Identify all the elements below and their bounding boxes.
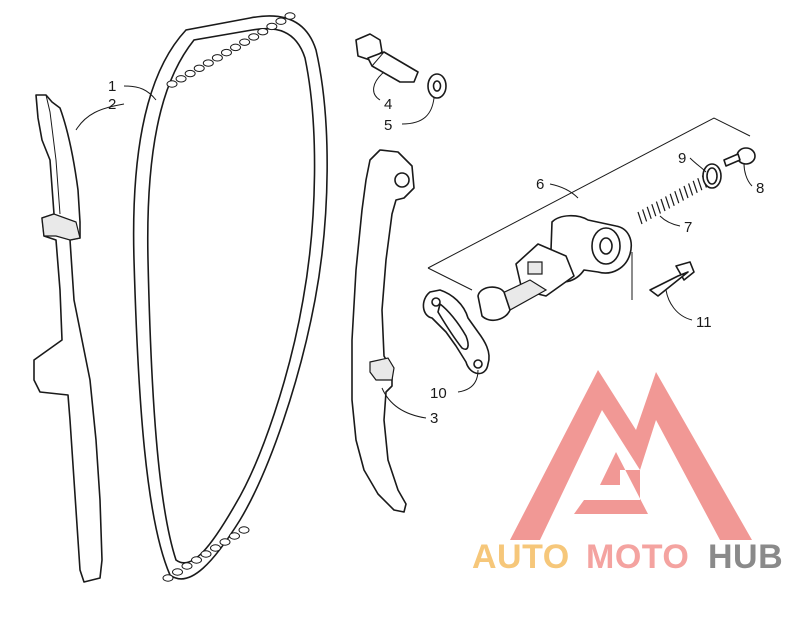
spring-coil (688, 183, 694, 196)
spring-coil (683, 185, 689, 199)
chain-link (229, 532, 240, 540)
callout-1: 1 (108, 78, 116, 95)
timing-chain (132, 12, 328, 582)
callout-10: 10 (430, 385, 447, 402)
chain-link (220, 48, 232, 57)
chain-link (230, 43, 242, 52)
leader-lines (75, 71, 753, 419)
tensioner-spring (637, 175, 707, 225)
chain-link (162, 574, 174, 582)
chain-link (166, 80, 178, 88)
spring-coil (637, 211, 643, 225)
chain-link (219, 538, 231, 546)
chain-link (210, 544, 221, 552)
chain-link (238, 526, 250, 534)
watermark-logo-mark (510, 370, 752, 540)
chain-link (191, 556, 202, 564)
callout-11: 11 (696, 314, 712, 331)
spring-coil (697, 178, 703, 191)
chain-link (202, 59, 214, 67)
chain-link (172, 568, 183, 576)
spring-coil (646, 206, 652, 219)
spring-coil (651, 204, 657, 217)
chain-link (239, 38, 251, 46)
chain-link (181, 562, 193, 570)
chain-link (257, 27, 269, 36)
watermark-logo (510, 370, 752, 540)
o-ring (702, 163, 722, 189)
callout-6: 6 (536, 176, 544, 193)
plug-bolt (723, 147, 756, 167)
chain-link (184, 69, 196, 78)
tensioner-guide (351, 149, 415, 513)
spring-coil (674, 191, 680, 204)
spring-coil (669, 193, 675, 206)
callout-9: 9 (678, 150, 686, 167)
callout-3: 3 (430, 410, 438, 427)
callout-7: 7 (684, 219, 692, 236)
chain-link (275, 17, 287, 25)
chain-link (248, 33, 260, 41)
watermark-moto: MOTO (586, 538, 689, 576)
bolt-and-washer (355, 33, 447, 99)
chain-link (175, 75, 187, 83)
chain-guide-left (33, 94, 103, 583)
tensioner-assembly-frame (427, 117, 751, 300)
callout-4: 4 (384, 96, 392, 113)
spring-coil (655, 201, 661, 214)
spring-coil (678, 188, 684, 201)
spring-coil (660, 198, 666, 212)
callout-8: 8 (756, 180, 764, 197)
callout-labels: 1 2 3 4 5 6 7 8 9 10 11 (108, 78, 764, 427)
chain-link (266, 22, 278, 31)
mounting-screw (649, 261, 695, 297)
spring-coil (665, 196, 671, 209)
chain-link (211, 54, 223, 62)
spring-coil (642, 209, 648, 222)
gasket (422, 289, 490, 375)
watermark-hub: HUB (708, 538, 783, 576)
watermark-wordmark: AUTO MOTO HUB (472, 538, 783, 576)
callout-5: 5 (384, 117, 392, 134)
chain-link (284, 12, 296, 20)
chain-link (200, 550, 212, 558)
callout-2: 2 (108, 96, 116, 113)
chain-tensioner (477, 214, 632, 322)
chain-link (193, 64, 205, 73)
watermark-auto: AUTO (472, 538, 570, 576)
spring-coil (692, 180, 698, 193)
